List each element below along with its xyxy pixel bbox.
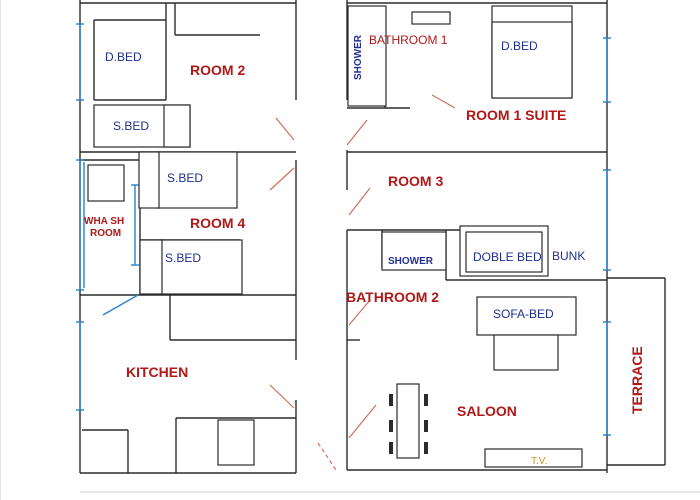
doors <box>269 94 456 471</box>
bath1-sink <box>411 11 451 25</box>
label-room2: ROOM 2 <box>190 62 245 78</box>
furniture <box>87 5 583 468</box>
label-kitchen: KITCHEN <box>126 364 188 380</box>
label-bunk: BUNK <box>552 249 585 263</box>
dbed-room1-inner <box>491 21 573 99</box>
label-terrace: TERRACE <box>629 346 645 414</box>
label-room1-suite: ROOM 1 SUITE <box>466 107 566 123</box>
label-tv: T.V. <box>531 456 547 467</box>
shower1-box <box>347 5 387 107</box>
label-doble-bed: DOBLE BED <box>473 250 542 264</box>
label-dbed-room2: D.BED <box>105 50 142 64</box>
label-washroom-line2: ROOM <box>90 228 121 239</box>
shower2-box <box>381 231 447 271</box>
sbed-room2-head <box>163 104 191 148</box>
label-dbed-room1: D.BED <box>501 39 538 53</box>
label-saloon: SALOON <box>457 403 517 419</box>
label-room3: ROOM 3 <box>388 173 443 189</box>
windows <box>76 23 611 436</box>
label-sofa-bed: SOFA-BED <box>493 307 554 321</box>
sbed-room4-b <box>159 239 243 295</box>
label-sbed-room4-a: S.BED <box>167 171 203 185</box>
tv-unit <box>484 448 583 468</box>
label-room4: ROOM 4 <box>190 215 245 231</box>
sbed-room4-a <box>156 151 238 209</box>
label-sbed-room2: S.BED <box>113 119 149 133</box>
stove <box>217 419 255 466</box>
label-washroom-line1: WHA SH <box>84 216 124 227</box>
label-shower1: SHOWER <box>353 34 364 80</box>
wash-machine <box>87 164 125 202</box>
label-bathroom2: BATHROOM 2 <box>346 289 439 305</box>
label-bathroom1: BATHROOM 1 <box>369 33 448 47</box>
dining-table <box>396 383 420 459</box>
label-shower2: SHOWER <box>388 256 434 267</box>
label-sbed-room4-b: S.BED <box>165 251 201 265</box>
sofa-bed-box <box>476 296 577 336</box>
dining-chairs <box>389 394 428 454</box>
